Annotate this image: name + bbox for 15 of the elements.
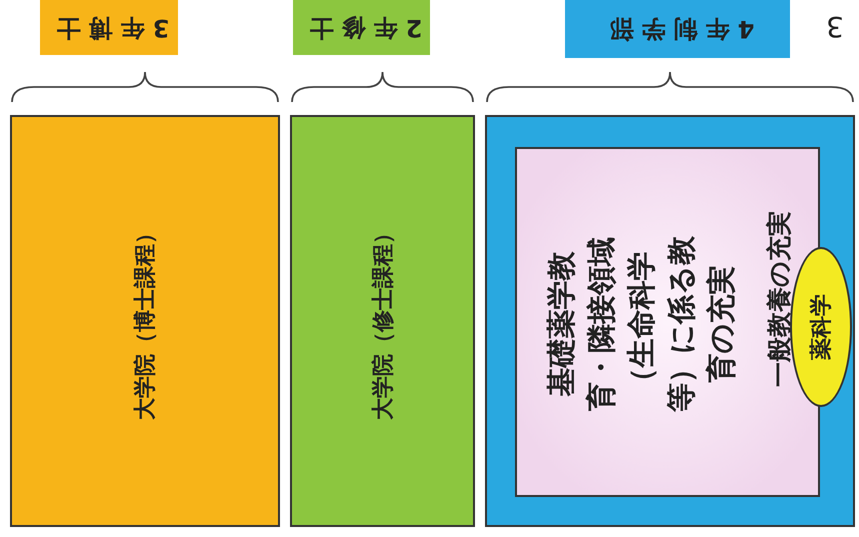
course-label: 2年修士 — [300, 12, 423, 44]
curriculum-text: 一般教養の充実 — [764, 210, 794, 389]
curriculum-text: 基礎薬学教育・隣接領域（生命科学等）に係る教育の充実 — [543, 235, 739, 414]
course-label-box — [293, 0, 430, 55]
faculty-box — [485, 115, 855, 527]
department-name: 薬科学 — [808, 293, 835, 362]
course-label-box — [40, 0, 178, 55]
page-number: 3 — [826, 10, 844, 43]
course-label-box — [565, 0, 790, 58]
course-name: 大学院（修士課程） — [370, 221, 396, 422]
course-label: 4年制学部 — [600, 14, 755, 45]
course-box — [10, 115, 280, 527]
course-label: 3年博士 — [48, 12, 170, 44]
course-box — [290, 115, 475, 527]
course-name: 大学院（博士課程） — [132, 221, 159, 422]
